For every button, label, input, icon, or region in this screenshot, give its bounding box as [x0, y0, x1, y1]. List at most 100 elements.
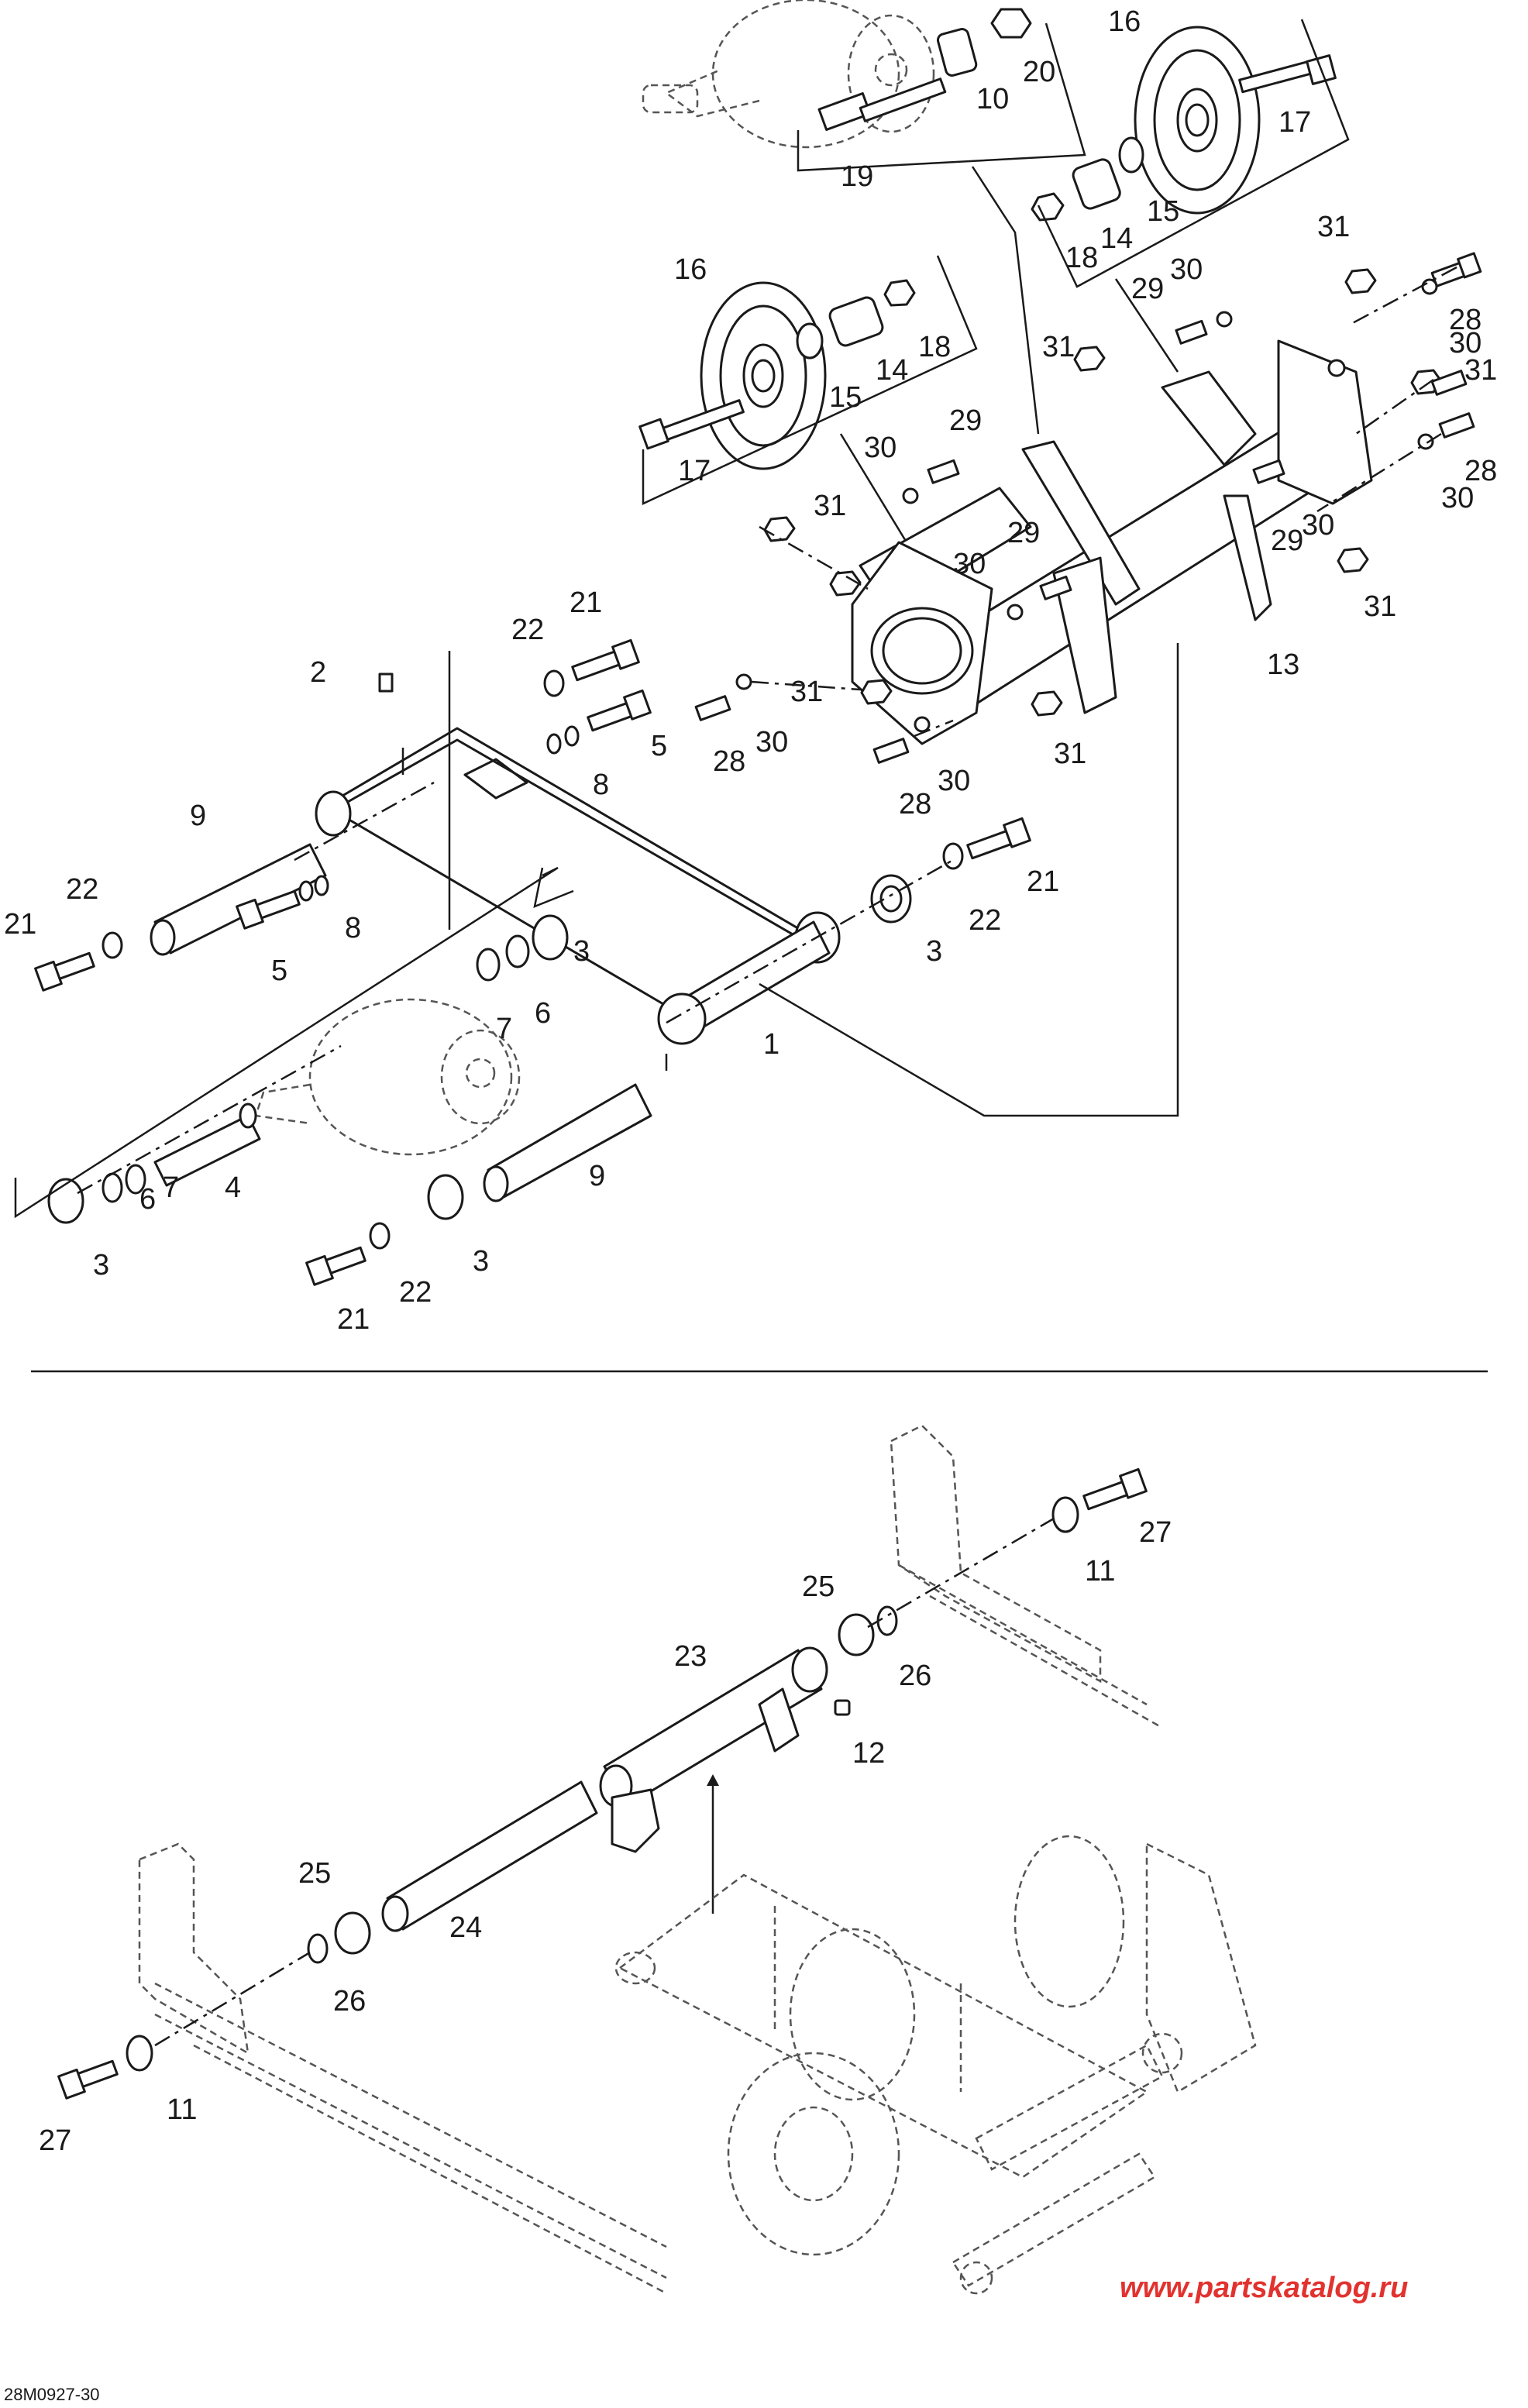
bolt-5-upper	[587, 689, 652, 732]
ghost-frame-rail-right	[890, 1424, 1163, 1729]
callout-21-lower: 21	[337, 1303, 370, 1336]
bolt-5-left	[236, 889, 301, 930]
drawing-code: 28M0927-30	[4, 2385, 100, 2404]
callout-12: 12	[852, 1737, 885, 1770]
washers-6-7-mid	[476, 934, 530, 982]
callout-30-top: 30	[1170, 253, 1203, 286]
callout-18-left: 18	[918, 331, 951, 363]
bolt-17-top	[1238, 54, 1337, 94]
callout-28-mid: 28	[1464, 455, 1497, 487]
bearing-15-left	[796, 322, 824, 359]
callout-20: 20	[1023, 56, 1055, 88]
callout-22-lower: 22	[399, 1276, 432, 1309]
callout-15-top: 15	[1147, 195, 1179, 228]
spacer-14-top	[1072, 158, 1121, 210]
callout-27-right: 27	[1139, 1516, 1172, 1549]
bushing-3-mid	[532, 914, 569, 961]
ghost-suspension-assembly	[614, 1835, 1257, 2295]
callout-31-top: 31	[1317, 211, 1350, 243]
ghost-wheel-top	[664, 0, 935, 149]
callout-10: 10	[976, 83, 1009, 115]
bolt-17-left	[638, 399, 745, 450]
callout-21-upper: 21	[570, 587, 602, 619]
bushing-25-right	[838, 1613, 875, 1656]
spacer-14-left	[828, 296, 884, 347]
lockwashers-8-upper	[546, 725, 580, 755]
callout-5-upper: 5	[651, 730, 667, 762]
callout-29-top: 29	[1131, 273, 1164, 305]
washer-26-left	[307, 1933, 329, 1964]
ghost-bolt-top	[642, 84, 699, 114]
callout-9-upper: 9	[190, 800, 206, 832]
washer-22-left	[102, 931, 123, 959]
callout-29-low: 29	[1007, 517, 1040, 549]
callout-31-mid2: 31	[814, 490, 846, 522]
washer-22-right	[942, 842, 964, 870]
callout-9-lower: 9	[589, 1160, 605, 1192]
bolt-19	[817, 77, 947, 131]
washer-11-right	[1051, 1496, 1079, 1533]
shaft-24	[381, 1780, 598, 1932]
grease-fitting-2	[378, 673, 394, 693]
callout-30-low2: 30	[755, 726, 788, 759]
callout-13: 13	[1267, 648, 1299, 681]
callout-3-mid: 3	[573, 935, 590, 968]
bracket-top-left	[797, 22, 1086, 172]
callout-7-mid: 7	[496, 1013, 512, 1045]
bolt-21-right	[966, 817, 1031, 860]
bushing-3-right	[870, 874, 912, 924]
callout-25-left: 25	[298, 1857, 331, 1890]
bolt-21-left	[34, 951, 95, 992]
callout-14-top: 14	[1100, 222, 1133, 255]
callout-30-right1: 30	[1449, 327, 1482, 359]
callout-11-left: 11	[167, 2093, 197, 2126]
idler-wheel-16-left	[700, 281, 827, 470]
bushing-3-lower-left	[47, 1178, 84, 1224]
callout-24: 24	[449, 1911, 482, 1944]
callout-6-mid: 6	[535, 997, 551, 1030]
pivot-tube-23	[599, 1646, 828, 1853]
callout-2: 2	[310, 656, 326, 689]
bushing-25-left	[334, 1911, 371, 1955]
callout-6-lower: 6	[139, 1183, 156, 1216]
bracket-lower-left	[14, 866, 559, 1219]
callout-28-low1: 28	[713, 745, 745, 778]
nut-20	[990, 8, 1032, 39]
callout-30-low3: 30	[938, 765, 970, 797]
callout-21-left: 21	[4, 908, 36, 941]
callout-21-right: 21	[1027, 865, 1059, 898]
fitting-12	[834, 1699, 851, 1716]
callout-30-mid2: 30	[1302, 509, 1334, 542]
callout-22-left: 22	[66, 873, 98, 906]
callout-23: 23	[674, 1640, 707, 1673]
washer-22-upper	[543, 669, 565, 697]
callout-3-left: 3	[93, 1249, 109, 1281]
callout-8-left: 8	[345, 912, 361, 944]
ghost-frame-rail-left	[138, 1842, 667, 2295]
callout-5-left: 5	[271, 955, 287, 987]
lockwashers-8-left	[298, 875, 329, 902]
callout-28-top: 28	[1449, 304, 1482, 336]
nut-18-top	[1031, 192, 1065, 222]
washer-11-left	[126, 2035, 153, 2072]
callout-7-lower: 7	[163, 1171, 179, 1204]
assembly-centerlines-middle	[77, 781, 954, 1195]
callout-16-top: 16	[1108, 5, 1141, 38]
callout-11-right: 11	[1085, 1555, 1115, 1588]
callout-25-right: 25	[802, 1570, 835, 1603]
callout-31-right2: 31	[1364, 590, 1396, 623]
bushing-3-lower	[427, 1174, 464, 1220]
leader-top-to-13	[971, 166, 1040, 435]
callout-3-right: 3	[926, 935, 942, 968]
swing-arm-1	[315, 727, 841, 1045]
assembly-centerlines-upper	[751, 266, 1457, 738]
leader-right-to-13	[1114, 278, 1179, 373]
callout-8-upper: 8	[593, 769, 609, 801]
callout-31-low2: 31	[1054, 738, 1086, 770]
callout-30-right2: 30	[1441, 482, 1474, 514]
bracket-left-wheel	[642, 255, 978, 505]
callout-31-mid1: 31	[1042, 331, 1075, 363]
shaft-9-upper	[150, 843, 327, 956]
callout-26-left: 26	[333, 1985, 366, 2018]
